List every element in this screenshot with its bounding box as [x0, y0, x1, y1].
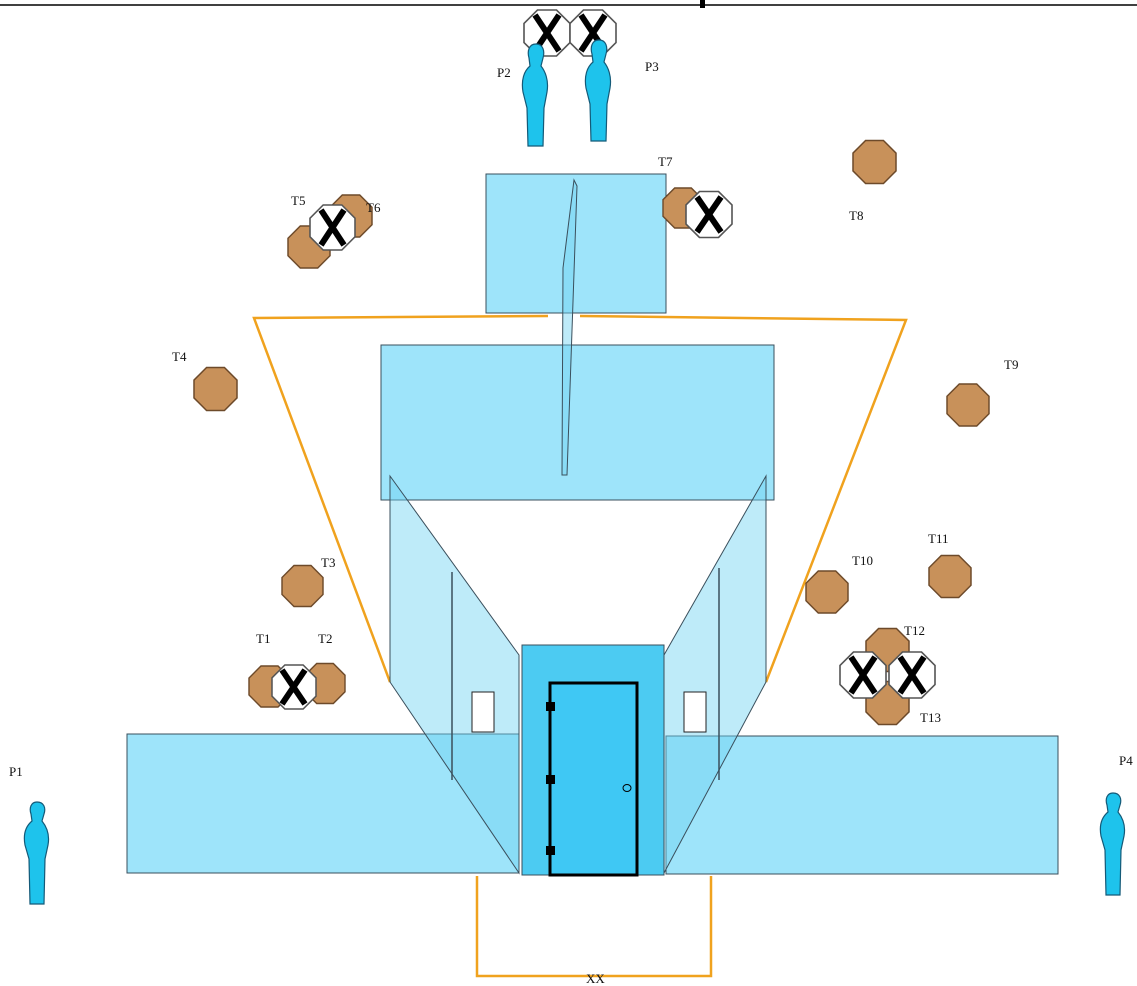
top-border-marker	[700, 0, 705, 8]
start-box-label: XX	[586, 971, 605, 986]
target-t1-label: T1	[256, 631, 270, 646]
no-shoot-x-mark	[318, 208, 347, 247]
no-shoot-x-mark	[848, 655, 878, 695]
shooter-p4-label: P4	[1119, 753, 1133, 768]
shooter-p2-figure	[521, 43, 549, 147]
shooter-p2-label: P2	[497, 65, 511, 80]
target-t9	[946, 383, 990, 427]
shooter-p3-label: P3	[645, 59, 659, 74]
door-knob	[622, 784, 632, 792]
middle-wall	[380, 344, 775, 501]
upper-wall	[485, 173, 667, 314]
no-shoot-x-mark	[279, 668, 308, 706]
wing-panel-left	[389, 474, 520, 875]
target-t8	[852, 139, 897, 185]
fault-line-right	[579, 314, 908, 683]
target-t5-label: T5	[291, 193, 305, 208]
door-hinge-middle	[546, 775, 555, 784]
target-t6-label: T6	[366, 200, 381, 215]
shooter-p1-label: P1	[9, 764, 23, 779]
target-t4	[193, 366, 238, 412]
target-t7-label: T7	[658, 154, 673, 169]
target-t13-label: T13	[920, 710, 941, 725]
no-shoot-x-mark	[578, 13, 608, 53]
shooter-p3-figure	[584, 39, 612, 142]
bottom-wall-left	[126, 733, 520, 874]
door-hinge-bottom	[546, 846, 555, 855]
target-t9-label: T9	[1004, 357, 1018, 372]
bottom-wall-right	[665, 735, 1059, 875]
start-box	[475, 876, 713, 978]
target-t11-label: T11	[928, 531, 948, 546]
target-t8-label: T8	[849, 208, 863, 223]
post-right	[683, 691, 707, 733]
no-shoot-x-mark	[897, 655, 927, 695]
no-shoot-x-mark	[694, 195, 724, 234]
target-t4-label: T4	[172, 349, 187, 364]
door-hinge-top	[546, 702, 555, 711]
center-slit-panel	[561, 178, 578, 476]
door	[548, 681, 639, 877]
target-t11	[928, 554, 972, 599]
fault-line-left	[252, 314, 549, 683]
shooter-p1-figure	[23, 801, 50, 905]
target-t10	[805, 570, 849, 614]
target-t3-label: T3	[321, 555, 335, 570]
target-t2-label: T2	[318, 631, 332, 646]
target-t3	[281, 564, 324, 608]
target-t12-label: T12	[904, 623, 925, 638]
shooter-p4-figure	[1099, 792, 1126, 896]
target-t10-label: T10	[852, 553, 873, 568]
post-left	[471, 691, 495, 733]
